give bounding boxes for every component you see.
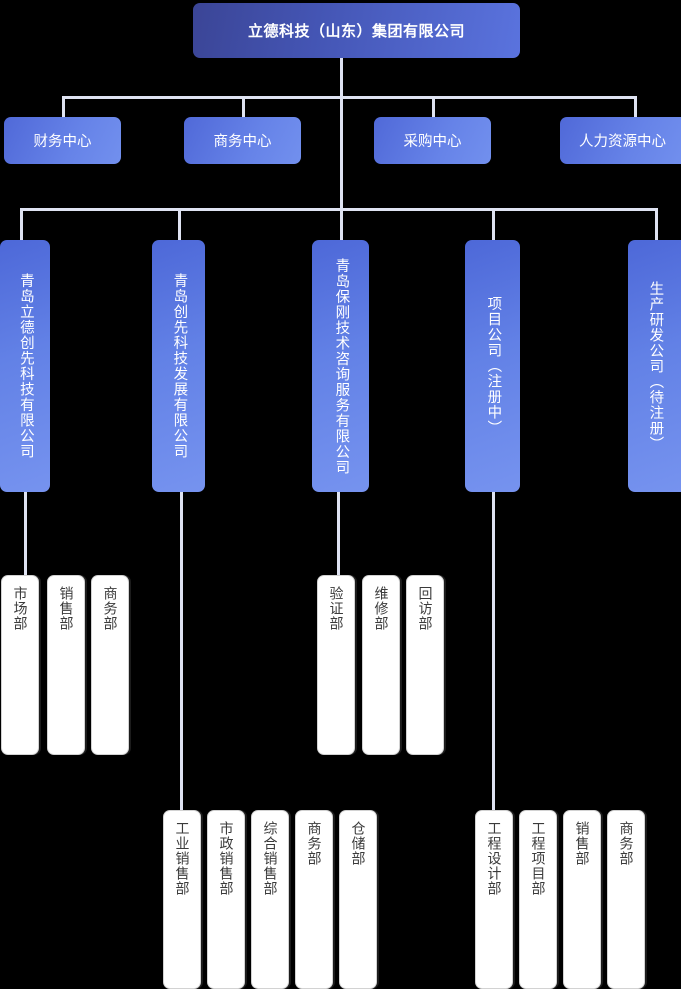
connector-drop-center-3 xyxy=(432,96,435,117)
dept-node-warehouse-g2[interactable]: 仓储部 xyxy=(339,810,377,989)
dept-label-engineering-design-g4: 工程设计部 xyxy=(486,821,503,896)
dept-label-maintenance-g3: 维修部 xyxy=(373,586,390,631)
root-node-label: 立德科技（山东）集团有限公司 xyxy=(247,23,465,40)
company-node-project-company[interactable]: 项目公司（注册中） xyxy=(465,240,520,492)
company-label-production-rd: 生产研发公司（待注册） xyxy=(647,280,664,452)
connector-level3-bus xyxy=(20,208,658,211)
connector-drop-company-2 xyxy=(178,208,181,240)
dept-label-industrial-sales-g2: 工业销售部 xyxy=(174,821,191,896)
company-label-lide-chuangxian: 青岛立德创先科技有限公司 xyxy=(17,273,34,459)
center-node-procurement[interactable]: 采购中心 xyxy=(374,117,491,164)
connector-drop-center-1 xyxy=(62,96,65,117)
dept-node-business-g1[interactable]: 商务部 xyxy=(91,575,129,755)
dept-node-followup-g3[interactable]: 回访部 xyxy=(406,575,444,755)
dept-node-sales-g4[interactable]: 销售部 xyxy=(563,810,601,989)
dept-label-municipal-sales-g2: 市政销售部 xyxy=(218,821,235,896)
dept-node-industrial-sales-g2[interactable]: 工业销售部 xyxy=(163,810,201,989)
dept-label-market-g1: 市场部 xyxy=(12,586,29,631)
connector-drop-company-1 xyxy=(20,208,23,240)
dept-node-market-g1[interactable]: 市场部 xyxy=(1,575,39,755)
dept-label-sales-g4: 销售部 xyxy=(574,821,591,866)
dept-label-engineering-project-g4: 工程项目部 xyxy=(530,821,547,896)
center-label-business: 商务中心 xyxy=(213,134,272,150)
center-node-finance[interactable]: 财务中心 xyxy=(4,117,121,164)
connector-drop-dept-group2 xyxy=(180,492,183,810)
center-node-business[interactable]: 商务中心 xyxy=(184,117,301,164)
company-label-chuangxian-dev: 青岛创先科技发展有限公司 xyxy=(171,273,188,459)
dept-node-verification-g3[interactable]: 验证部 xyxy=(317,575,355,755)
company-label-baogang-consulting: 青岛保刚技术咨询服务有限公司 xyxy=(333,257,350,475)
connector-drop-dept-group1 xyxy=(24,492,27,575)
connector-drop-company-4 xyxy=(492,208,495,240)
connector-root-trunk xyxy=(340,58,343,210)
company-node-baogang-consulting[interactable]: 青岛保刚技术咨询服务有限公司 xyxy=(312,240,369,492)
connector-drop-dept-group3 xyxy=(337,492,340,575)
connector-drop-company-5 xyxy=(655,208,658,240)
root-node-group-company[interactable]: 立德科技（山东）集团有限公司 xyxy=(193,3,520,58)
dept-node-sales-g1[interactable]: 销售部 xyxy=(47,575,85,755)
center-node-hr[interactable]: 人力资源中心 xyxy=(560,117,681,164)
dept-node-maintenance-g3[interactable]: 维修部 xyxy=(362,575,400,755)
connector-drop-dept-group4 xyxy=(492,492,495,810)
company-node-chuangxian-dev[interactable]: 青岛创先科技发展有限公司 xyxy=(152,240,205,492)
dept-node-engineering-project-g4[interactable]: 工程项目部 xyxy=(519,810,557,989)
dept-node-engineering-design-g4[interactable]: 工程设计部 xyxy=(475,810,513,989)
connector-level2-bus xyxy=(62,96,636,99)
connector-drop-center-2 xyxy=(242,96,245,117)
connector-drop-center-4 xyxy=(634,96,637,117)
dept-label-sales-g1: 销售部 xyxy=(58,586,75,631)
company-node-production-rd[interactable]: 生产研发公司（待注册） xyxy=(628,240,681,492)
dept-node-business-g4[interactable]: 商务部 xyxy=(607,810,645,989)
dept-node-municipal-sales-g2[interactable]: 市政销售部 xyxy=(207,810,245,989)
dept-label-general-sales-g2: 综合销售部 xyxy=(262,821,279,896)
dept-label-warehouse-g2: 仓储部 xyxy=(350,821,367,866)
center-label-procurement: 采购中心 xyxy=(403,134,462,150)
connector-drop-company-3 xyxy=(340,208,343,240)
center-label-hr: 人力资源中心 xyxy=(579,134,666,150)
dept-node-business-g2[interactable]: 商务部 xyxy=(295,810,333,989)
dept-label-business-g4: 商务部 xyxy=(618,821,635,866)
center-label-finance: 财务中心 xyxy=(33,134,92,150)
dept-label-followup-g3: 回访部 xyxy=(417,586,434,631)
dept-label-verification-g3: 验证部 xyxy=(328,586,345,631)
company-label-project-company: 项目公司（注册中） xyxy=(485,296,502,436)
company-node-lide-chuangxian[interactable]: 青岛立德创先科技有限公司 xyxy=(0,240,50,492)
dept-node-general-sales-g2[interactable]: 综合销售部 xyxy=(251,810,289,989)
dept-label-business-g1: 商务部 xyxy=(102,586,119,631)
dept-label-business-g2: 商务部 xyxy=(306,821,323,866)
